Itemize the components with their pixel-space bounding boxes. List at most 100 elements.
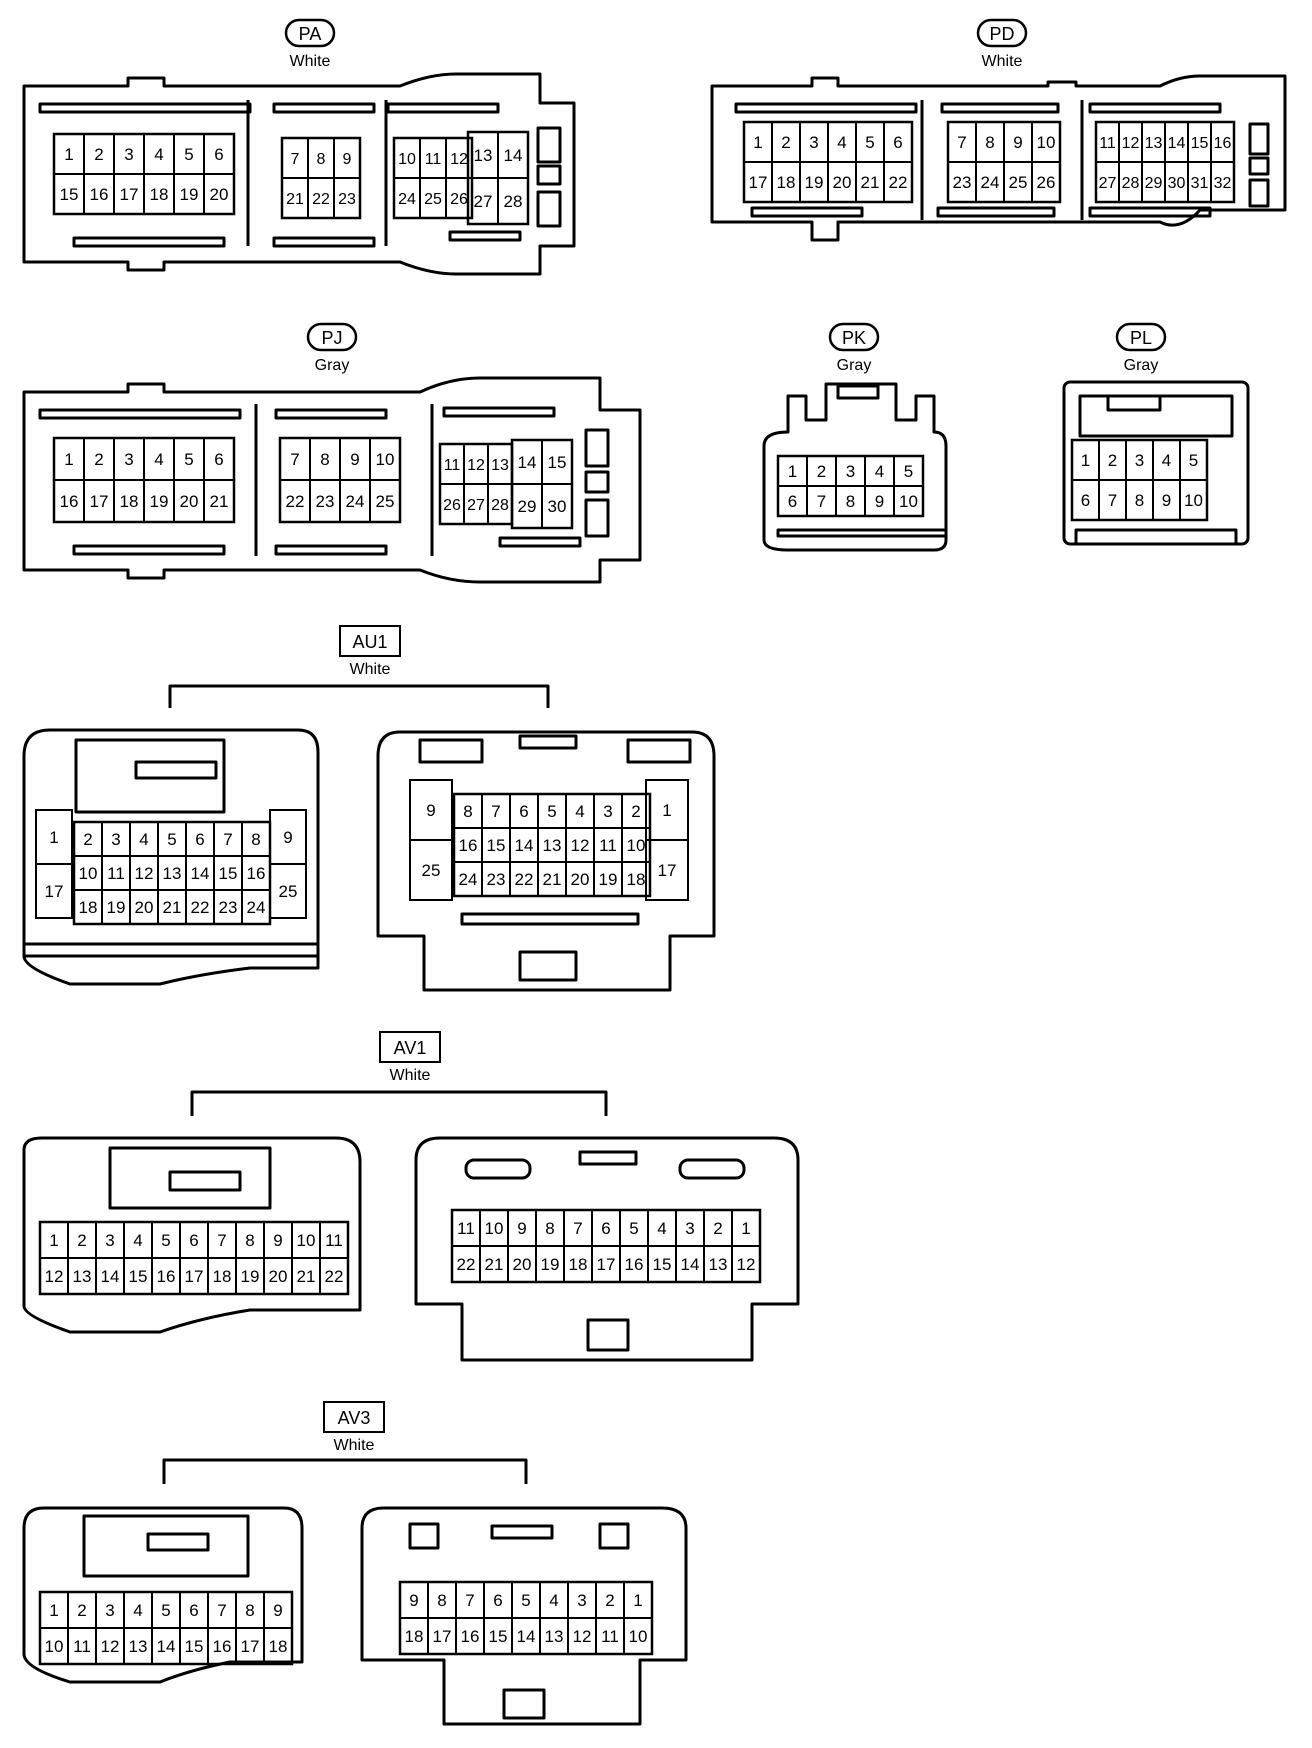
pin-number: 3 bbox=[577, 1591, 586, 1610]
pin-number: 19 bbox=[180, 185, 199, 204]
pin-number: 2 bbox=[781, 133, 790, 152]
pin-number: 7 bbox=[217, 1601, 226, 1620]
pin-number: 16 bbox=[1214, 135, 1232, 152]
pin-number: 7 bbox=[223, 830, 232, 849]
pin-number: 26 bbox=[443, 497, 461, 514]
pin-number: 25 bbox=[424, 191, 442, 208]
pin-number: 18 bbox=[269, 1637, 288, 1656]
pin-number: 22 bbox=[286, 492, 305, 511]
pin-number: 1 bbox=[64, 450, 73, 469]
pin-number: 5 bbox=[184, 450, 193, 469]
pin-number: 16 bbox=[157, 1267, 176, 1286]
pin-number: 8 bbox=[317, 151, 326, 168]
pin-number: 21 bbox=[163, 898, 182, 917]
pin-number: 6 bbox=[1081, 491, 1090, 510]
pin-number: 21 bbox=[286, 191, 304, 208]
pin-number: 9 bbox=[1162, 491, 1171, 510]
pin-number: 30 bbox=[1168, 175, 1186, 192]
pin-number: 21 bbox=[297, 1267, 316, 1286]
au1-right-body bbox=[376, 730, 716, 992]
pin-number: 1 bbox=[753, 133, 762, 152]
pin-number: 1 bbox=[49, 828, 58, 847]
pin-number: 4 bbox=[139, 830, 148, 849]
pin-number: 4 bbox=[657, 1219, 666, 1238]
pin-number: 21 bbox=[861, 173, 880, 192]
connector-color: White bbox=[982, 53, 1023, 70]
au1-left-side-2: 925 bbox=[269, 809, 307, 919]
pin-number: 24 bbox=[398, 191, 416, 208]
pin-number: 9 bbox=[1013, 133, 1022, 152]
pin-number: 4 bbox=[154, 145, 163, 164]
pin-number: 6 bbox=[195, 830, 204, 849]
pin-number: 9 bbox=[283, 828, 292, 847]
connector-code: PL bbox=[1130, 328, 1152, 348]
pin-number: 21 bbox=[210, 492, 229, 511]
pin-number: 11 bbox=[601, 1627, 619, 1646]
pin-number: 5 bbox=[547, 802, 556, 821]
pin-number: 17 bbox=[185, 1267, 204, 1286]
pin-number: 1 bbox=[662, 801, 671, 820]
pin-number: 20 bbox=[180, 492, 199, 511]
pin-number: 15 bbox=[60, 185, 79, 204]
pin-number: 9 bbox=[426, 801, 435, 820]
pin-number: 14 bbox=[1168, 135, 1186, 152]
av1-bracket bbox=[190, 1090, 608, 1116]
pin-number: 22 bbox=[889, 173, 908, 192]
connector-code: AV1 bbox=[394, 1038, 427, 1058]
pin-number: 8 bbox=[245, 1231, 254, 1250]
pin-number: 11 bbox=[599, 836, 617, 855]
pin-number: 9 bbox=[409, 1591, 418, 1610]
pin-number: 14 bbox=[191, 864, 210, 883]
pin-number: 15 bbox=[653, 1255, 672, 1274]
pin-number: 12 bbox=[571, 836, 590, 855]
connector-code: PA bbox=[299, 24, 322, 44]
pin-number: 17 bbox=[90, 492, 109, 511]
pin-number: 6 bbox=[519, 802, 528, 821]
pin-number: 6 bbox=[493, 1591, 502, 1610]
connector-color: White bbox=[350, 661, 391, 678]
pin-number: 22 bbox=[325, 1267, 344, 1286]
pin-number: 16 bbox=[461, 1627, 480, 1646]
pin-number: 1 bbox=[64, 145, 73, 164]
pin-number: 5 bbox=[865, 133, 874, 152]
pin-number: 17 bbox=[597, 1255, 616, 1274]
pin-number: 11 bbox=[107, 864, 125, 883]
pa-connector-body bbox=[22, 72, 576, 276]
pin-number: 10 bbox=[1184, 491, 1203, 510]
pin-number: 7 bbox=[290, 450, 299, 469]
pj-connector-body bbox=[22, 376, 642, 584]
pin-number: 22 bbox=[515, 870, 534, 889]
pin-number: 8 bbox=[463, 802, 472, 821]
pin-number: 28 bbox=[504, 192, 523, 211]
pin-number: 12 bbox=[573, 1627, 592, 1646]
pin-number: 12 bbox=[737, 1255, 756, 1274]
connector-color: White bbox=[290, 53, 331, 70]
pin-number: 17 bbox=[120, 185, 139, 204]
pin-number: 26 bbox=[1037, 173, 1056, 192]
pin-number: 14 bbox=[157, 1637, 176, 1656]
pin-number: 16 bbox=[213, 1637, 232, 1656]
pin-number: 4 bbox=[875, 462, 884, 481]
pin-number: 16 bbox=[247, 864, 266, 883]
pin-number: 2 bbox=[631, 802, 640, 821]
pin-number: 15 bbox=[487, 836, 506, 855]
pl-connector-body bbox=[1062, 380, 1250, 546]
pin-number: 8 bbox=[320, 450, 329, 469]
pin-number: 5 bbox=[184, 145, 193, 164]
pin-number: 12 bbox=[135, 864, 154, 883]
pin-number: 12 bbox=[467, 457, 485, 474]
av3-bracket bbox=[162, 1458, 528, 1484]
pin-number: 10 bbox=[485, 1219, 504, 1238]
pin-number: 8 bbox=[985, 133, 994, 152]
pin-number: 15 bbox=[489, 1627, 508, 1646]
av1-right-body bbox=[414, 1136, 800, 1362]
pin-number: 15 bbox=[219, 864, 238, 883]
pin-number: 20 bbox=[269, 1267, 288, 1286]
